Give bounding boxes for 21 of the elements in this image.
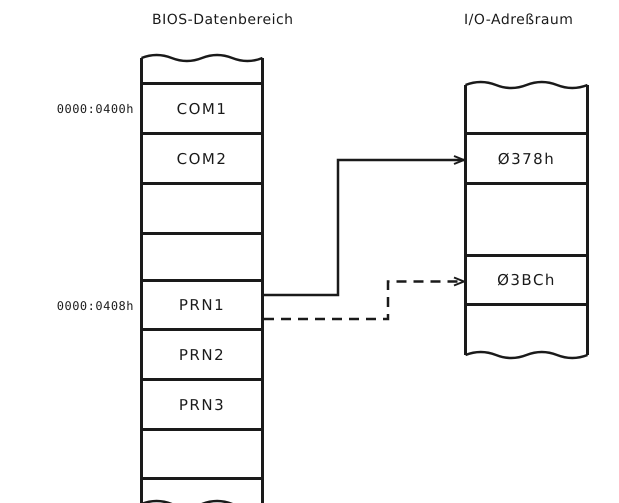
empty-memory-cell [464, 185, 589, 257]
memory-cell: PRN1 [140, 282, 264, 331]
column-heading: BIOS-Datenbereich [152, 12, 294, 28]
memory-cell: COM2 [140, 135, 264, 185]
column-heading: I/O-Adreßraum [464, 12, 574, 28]
empty-memory-cell [140, 185, 264, 235]
empty-memory-cell [464, 85, 589, 135]
memory-cell: PRN2 [140, 331, 264, 381]
memory-cell: COM1 [140, 85, 264, 135]
arrow [264, 276, 465, 320]
empty-memory-cell [140, 58, 264, 85]
empty-memory-cell [464, 306, 589, 355]
empty-memory-cell [140, 480, 264, 503]
memory-cell: PRN3 [140, 381, 264, 431]
memory-cell: Ø378h [464, 135, 589, 185]
empty-memory-cell [140, 431, 264, 480]
memory-cell: Ø3BCh [464, 257, 589, 306]
arrow [264, 155, 465, 296]
empty-memory-cell [140, 235, 264, 282]
address-label: 0000:0408h [56, 298, 134, 312]
address-label: 0000:0400h [56, 102, 134, 116]
